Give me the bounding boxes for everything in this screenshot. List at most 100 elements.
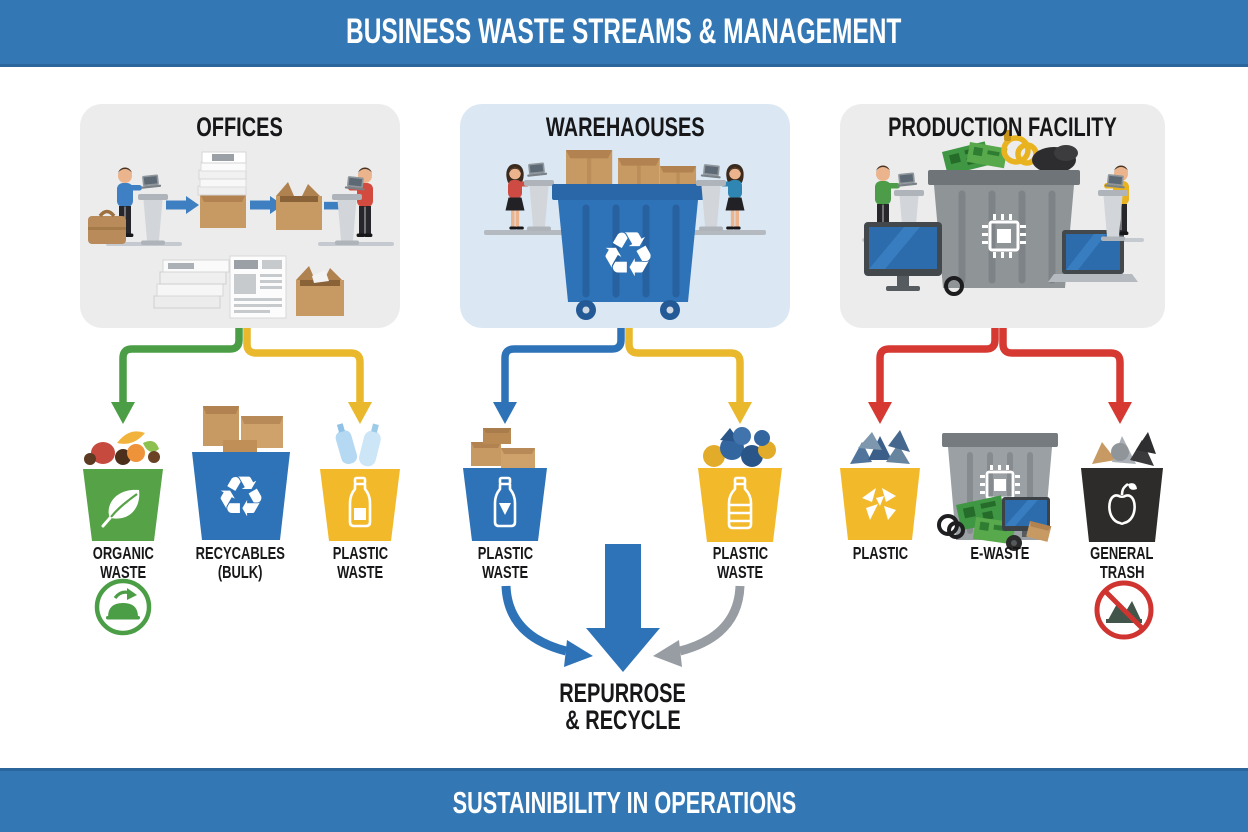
plastic-bags [703, 427, 776, 467]
panel-title-warehouses: WAREHAOUSES [545, 112, 705, 142]
paper-stack-on-box [197, 151, 247, 228]
bottle-icon [348, 476, 372, 528]
laptop-large-icon [1048, 230, 1138, 282]
plastic-bottles [335, 423, 381, 467]
open-box [276, 182, 322, 230]
no-landfill-icon [1094, 580, 1154, 640]
label-line: PLASTIC [332, 543, 388, 563]
label-line: TRASH [1099, 562, 1145, 582]
circuit-board-icon [972, 517, 1016, 545]
bin-label-general-trash: GENERAL TRASH [1052, 544, 1192, 582]
label-line: PLASTIC [712, 543, 768, 563]
circuit-board-icon [966, 142, 1008, 169]
warehouse-connector-blue-arrow [493, 328, 625, 424]
offices-connector-green-arrow [111, 328, 243, 424]
newspaper-stack [153, 259, 230, 309]
recycle-icon: ♻ [600, 218, 656, 291]
laptop-icon [344, 175, 366, 191]
panel-production-facility: PRODUCTION FACILITY [840, 104, 1165, 328]
label-line: PLASTIC [477, 543, 533, 563]
recyclables-bin: ♻ [192, 406, 290, 540]
offices-scene-illustration [88, 151, 394, 319]
plastic-waste-bin-offices [320, 423, 400, 541]
standing-desk-left [138, 194, 168, 245]
label-line: PLASTIC [852, 543, 908, 563]
label-line: WASTE [481, 562, 529, 582]
bin-label-e-waste: E-WASTE [930, 544, 1070, 563]
footer-banner: SUSTAINIBILITY IN OPERATIONS [0, 768, 1248, 832]
circuit-board-icon [956, 495, 1007, 531]
plastic-waste-bin-warehouse-left [463, 428, 547, 541]
chip-icon [980, 465, 1020, 505]
laptop-icon [896, 172, 918, 187]
monitor-icon [864, 222, 964, 296]
bin-label-recyclables: RECYCABLES (BULK) [170, 544, 310, 582]
production-scene-illustration [862, 130, 1144, 296]
page-title: BUSINESS WASTE STREAMS & MANAGEMENT [346, 12, 902, 51]
merge-arrow [586, 544, 660, 672]
apple-icon [1108, 482, 1137, 526]
newspaper-sheet [229, 255, 287, 319]
panel-warehouses: ♻ WAREHAOUSES [460, 104, 790, 328]
merge-curve-right [653, 585, 745, 667]
laptop-icon [1104, 173, 1126, 189]
cardboard-piece [1026, 521, 1052, 542]
chip-icon [982, 214, 1026, 258]
panel-offices: OFFICES [80, 104, 400, 328]
laptop-icon [140, 174, 162, 189]
warehouse-worker-right [720, 164, 745, 230]
recycling-dumpster: ♻ [552, 150, 704, 320]
production-connector-red-arrow-left [868, 328, 999, 424]
mixed-trash [1092, 432, 1156, 466]
merge-curve-left [501, 585, 593, 667]
bottle-icon [493, 476, 517, 528]
title-banner: BUSINESS WASTE STREAMS & MANAGEMENT [0, 0, 1248, 67]
repurpose-recycle-label: REPURROSE & RECYCLE [512, 680, 734, 734]
leaf-icon [101, 489, 140, 528]
laptop-icon [526, 162, 548, 177]
panel-title-offices: OFFICES [196, 112, 284, 142]
cardboard-boxes [471, 428, 535, 468]
warehouse-connector-yellow-arrow [625, 328, 752, 424]
offices-connector-yellow-arrow [243, 328, 372, 424]
footer-title: SUSTAINIBILITY IN OPERATIONS [452, 785, 796, 820]
label-line: RECYCABLES [195, 543, 285, 563]
cardboard-boxes [203, 406, 283, 454]
bin-label-organic-waste: ORGANIC WASTE [53, 544, 193, 582]
label-line: E-WASTE [970, 543, 1030, 563]
food-scraps [84, 431, 160, 465]
e-waste-dumpster [928, 130, 1080, 288]
plastic-waste-bin-warehouse-right [698, 427, 782, 542]
standing-desk-left [524, 180, 554, 231]
label-line: WASTE [99, 562, 147, 582]
recycle-icon: ♻ [216, 465, 266, 530]
open-box [296, 266, 344, 316]
organic-waste-bin [83, 431, 163, 541]
plastic-scraps [850, 430, 910, 464]
panel-title-production-facility: PRODUCTION FACILITY [888, 112, 1117, 142]
laptop-icon [700, 163, 722, 179]
production-connector-red-arrow-right [999, 328, 1132, 424]
bin-label-plastic-waste-warehouse-left: PLASTIC WASTE [435, 544, 575, 582]
bin-label-plastic-production: PLASTIC [810, 544, 950, 563]
warehouse-worker-left [505, 164, 530, 230]
label-line: WASTE [336, 562, 384, 582]
label-line: GENERAL [1090, 543, 1154, 563]
plastic-bin-production [840, 430, 920, 540]
bottle-icon [727, 476, 753, 530]
cable-coil-icon [937, 514, 965, 539]
briefcase-icon [88, 209, 126, 244]
label-line: & RECYCLE [565, 705, 681, 735]
broken-plastic-icon [862, 488, 896, 520]
label-line: REPURROSE [559, 678, 687, 708]
compost-icon [94, 578, 152, 636]
bin-label-plastic-waste-offices: PLASTIC WASTE [290, 544, 430, 582]
flow-arrow-icon [166, 196, 199, 214]
label-line: ORGANIC [92, 543, 154, 563]
label-line: (BULK) [217, 562, 263, 582]
label-line: WASTE [716, 562, 764, 582]
general-trash-bin [1081, 432, 1163, 542]
bin-label-plastic-waste-warehouse-right: PLASTIC WASTE [670, 544, 810, 582]
e-waste-station [937, 433, 1058, 551]
